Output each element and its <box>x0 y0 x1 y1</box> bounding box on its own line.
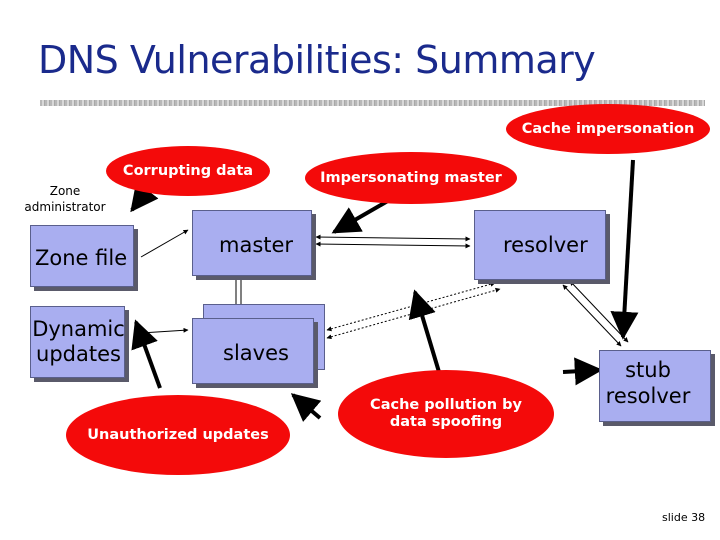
zone-file-label: Zone file <box>35 246 128 270</box>
resolver-node: resolver <box>474 210 606 280</box>
attack-arrow-pollution-resolver <box>408 289 441 373</box>
attack-arrow-pollution-stub <box>562 357 603 386</box>
arrow-slaves-resolver-b <box>326 287 501 340</box>
master-label: master <box>219 233 294 257</box>
slide-number: slide 38 <box>662 511 706 524</box>
attack-arrow-impersonating <box>331 196 394 234</box>
resolver-label: resolver <box>503 233 588 257</box>
master-node: master <box>192 210 312 276</box>
zone-file-node: Zone file <box>30 225 134 287</box>
slaves-label: slaves <box>223 341 289 365</box>
arrow-resolver-stub-b <box>569 280 629 343</box>
cache-impersonation-oval: Cache impersonation <box>506 104 710 154</box>
slaves-node: slaves <box>192 318 314 384</box>
arrow-slaves-resolver-a <box>326 281 496 332</box>
dynamic-updates-node: Dynamic updates <box>30 306 125 378</box>
corrupting-data-oval: Corrupting data <box>106 146 270 196</box>
stub-resolver-node: stub resolver <box>599 350 711 422</box>
attack-arrow-unauthorized <box>131 319 162 389</box>
arrow-master-resolver-a <box>315 234 471 242</box>
dynamic-updates-label: Dynamic updates <box>32 317 125 367</box>
stub-resolver-label: stub resolver <box>605 358 691 409</box>
title-rule <box>40 100 705 106</box>
impersonating-master-oval: Impersonating master <box>305 152 517 204</box>
cache-pollution-oval: Cache pollution by data spoofing <box>338 370 554 458</box>
arrow-dynamic-slaves <box>140 327 189 334</box>
unauthorized-updates-oval: Unauthorized updates <box>66 395 290 475</box>
slide-title: DNS Vulnerabilities: Summary <box>38 38 596 82</box>
arrow-resolver-stub-a <box>562 284 622 347</box>
arrow-zonefile-master <box>140 229 189 258</box>
zone-administrator-label: Zone administrator <box>24 184 106 214</box>
arrow-master-resolver-b <box>315 241 471 249</box>
attack-arrow-pollution-slaves <box>290 393 322 422</box>
attack-arrow-cache-impersonation <box>610 159 639 340</box>
